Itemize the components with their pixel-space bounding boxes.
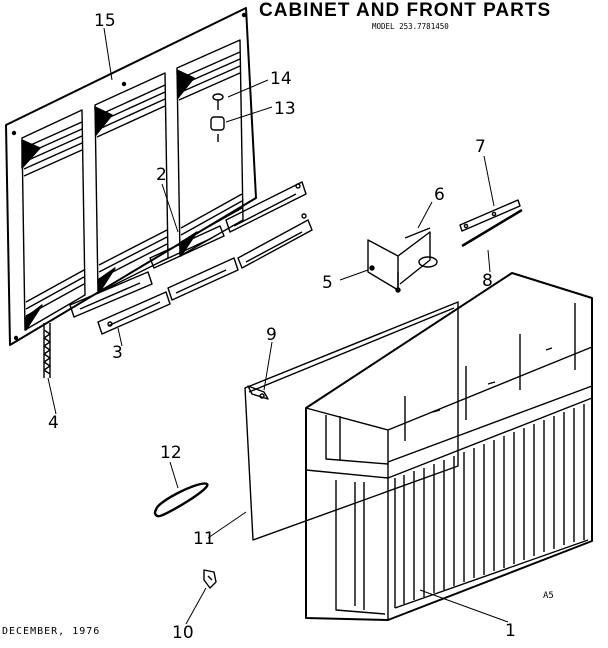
callout-1: 1 bbox=[505, 621, 516, 641]
callout-14: 14 bbox=[270, 69, 292, 89]
diagram-title: CABINET AND FRONT PARTS bbox=[259, 0, 552, 21]
page-code: A5 bbox=[543, 591, 554, 601]
publication-date: DECEMBER, 1976 bbox=[2, 626, 101, 637]
part-2-louver-blades bbox=[149, 181, 313, 269]
part-15-grille-frame bbox=[5, 7, 257, 346]
leader-lines bbox=[47, 27, 509, 625]
part-8-rod bbox=[461, 208, 523, 248]
part-10-knob bbox=[203, 569, 217, 589]
part-13-14-screw-nut bbox=[210, 93, 225, 142]
callout-8: 8 bbox=[482, 271, 493, 291]
callout-7: 7 bbox=[475, 137, 486, 157]
model-number: MODEL 253.7781450 bbox=[372, 22, 449, 31]
callout-12: 12 bbox=[160, 443, 182, 463]
callout-3: 3 bbox=[112, 343, 123, 363]
part-4-spring-clip bbox=[43, 323, 51, 378]
callout-13: 13 bbox=[274, 99, 296, 119]
part-3-louver-blades bbox=[69, 257, 239, 335]
callout-10: 10 bbox=[172, 623, 194, 643]
part-9-clip bbox=[247, 385, 269, 400]
callout-15: 15 bbox=[94, 11, 116, 31]
callout-2: 2 bbox=[156, 165, 167, 185]
part-5-6-bracket bbox=[367, 227, 438, 293]
callout-5: 5 bbox=[322, 273, 333, 293]
callout-9: 9 bbox=[266, 325, 277, 345]
part-11-panel bbox=[244, 301, 459, 541]
callout-11: 11 bbox=[193, 529, 215, 549]
part-1-cabinet-front bbox=[305, 272, 593, 621]
callout-4: 4 bbox=[48, 413, 59, 433]
part-12-gasket bbox=[153, 482, 209, 518]
callout-labels: 1 2 3 4 5 6 7 8 9 10 11 12 13 14 15 bbox=[48, 11, 516, 643]
part-7-strip bbox=[459, 199, 521, 232]
callout-6: 6 bbox=[434, 185, 445, 205]
